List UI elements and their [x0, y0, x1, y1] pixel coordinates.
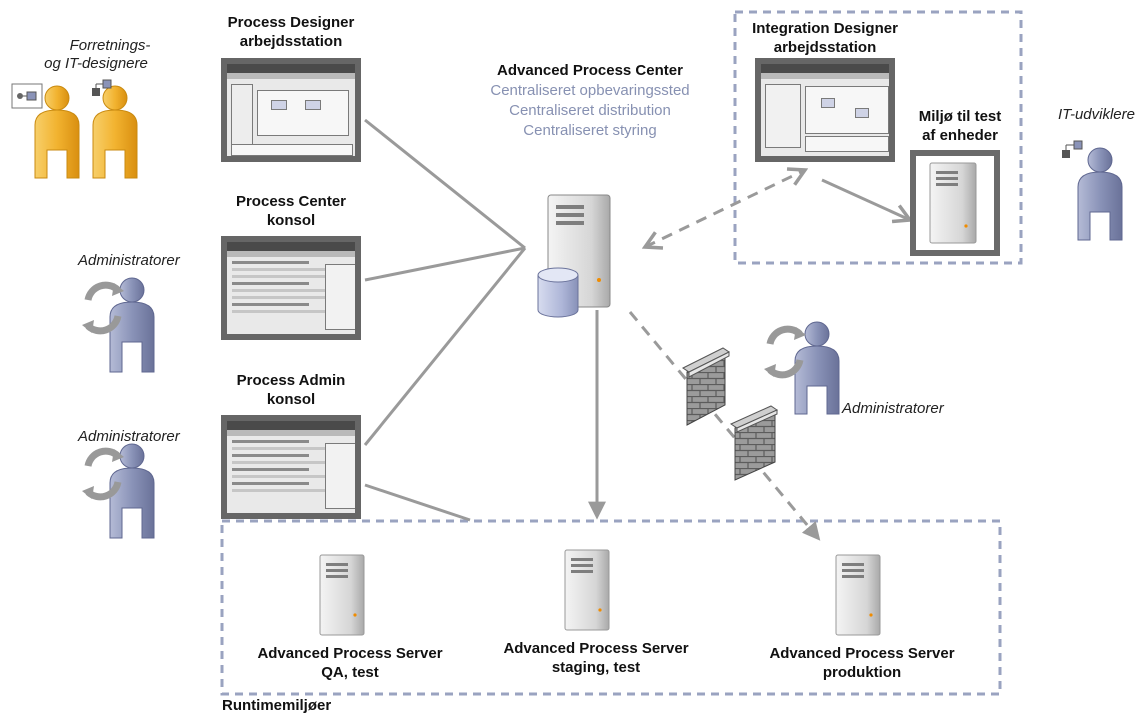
- refresh-icon: [764, 325, 806, 379]
- process-center-feature-1: Centraliseret opbevaringssted: [490, 82, 690, 99]
- process-admin-console-screenshot: [221, 415, 361, 519]
- runtime-server-production-label-2: produktion: [822, 664, 902, 681]
- process-designer-screenshot: [221, 58, 361, 162]
- administrators-label-1: Administratorer: [78, 252, 180, 269]
- firewall-2: [729, 405, 779, 481]
- runtime-server-qa: [319, 554, 365, 636]
- unit-test-server-frame: [910, 150, 1000, 256]
- connector-designer: [364, 118, 526, 250]
- administrators-label-2: Administratorer: [78, 428, 180, 445]
- integration-designer-screenshot: [755, 58, 895, 162]
- administrator-person-3: [794, 321, 840, 415]
- integration-designer-label-2: arbejdsstation: [773, 39, 877, 56]
- process-designer-label-2: arbejdsstation: [239, 33, 343, 50]
- arrow-integration-to-test: [821, 178, 910, 220]
- refresh-icon: [82, 281, 124, 335]
- arrow-center-to-production: [628, 311, 821, 541]
- connector-admin-runtime: [364, 483, 471, 522]
- integration-group-border: [733, 10, 1023, 265]
- runtime-server-qa-label-1: Advanced Process Server: [257, 645, 443, 662]
- process-center-database-icon: [537, 267, 579, 318]
- runtime-server-staging: [564, 549, 610, 631]
- runtime-server-staging-label-2: staging, test: [551, 659, 641, 676]
- process-map-icon: [11, 83, 43, 109]
- business-designer-person-2: [92, 85, 138, 179]
- process-admin-console-label-2: konsol: [266, 391, 316, 408]
- administrator-person-1: [109, 277, 155, 373]
- runtime-server-production-label-1: Advanced Process Server: [769, 645, 955, 662]
- process-admin-console-label-1: Process Admin: [236, 372, 346, 389]
- business-designer-person-1: [34, 85, 80, 179]
- tool-connectors: [363, 118, 527, 522]
- process-center-title: Advanced Process Center: [497, 62, 683, 79]
- firewall-1: [682, 347, 730, 426]
- unit-test-env-label-1: Miljø til test: [918, 108, 1002, 125]
- unit-test-env-label-2: af enheder: [922, 127, 998, 144]
- it-developers-label: IT-udviklere: [1058, 106, 1135, 123]
- business-it-designers-label-1: Forretnings-: [69, 37, 151, 54]
- runtime-server-qa-label-2: QA, test: [321, 664, 379, 681]
- process-center-console-screenshot: [221, 236, 361, 340]
- runtime-server-production: [835, 554, 881, 636]
- process-center-console-label-1: Process Center: [235, 193, 347, 210]
- business-it-designers-label-2: og IT-designere: [44, 55, 148, 72]
- it-developer-person: [1077, 147, 1123, 241]
- arrow-center-integration: [645, 170, 805, 247]
- administrators-label-3: Administratorer: [842, 400, 944, 417]
- process-center-console-label-2: konsol: [266, 212, 316, 229]
- runtime-environments-label: Runtimemiljøer: [222, 697, 332, 714]
- process-center-feature-2: Centraliseret distribution: [509, 102, 671, 119]
- connector-center-console: [364, 246, 526, 282]
- connector-admin-console: [363, 247, 527, 446]
- network-nodes-icon: [92, 79, 112, 96]
- refresh-icon: [82, 447, 124, 501]
- process-center-feature-3: Centraliseret styring: [523, 122, 657, 139]
- process-designer-label-1: Process Designer: [227, 14, 355, 31]
- network-nodes-icon: [1062, 140, 1083, 158]
- runtime-server-staging-label-1: Advanced Process Server: [503, 640, 689, 657]
- integration-designer-label-1: Integration Designer: [752, 20, 898, 37]
